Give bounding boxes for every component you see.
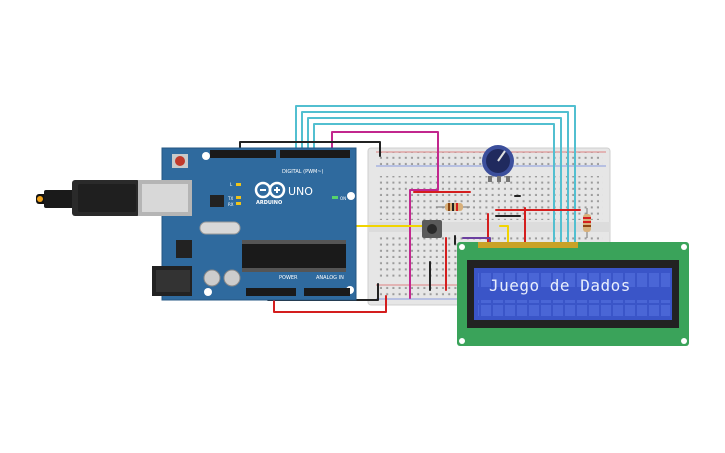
model-label: UNO <box>288 185 313 198</box>
tx-label: TX <box>227 196 233 201</box>
rx-label: RX <box>228 202 234 207</box>
wire-cyan-3 <box>307 117 562 245</box>
on-label: ON <box>340 196 346 201</box>
wire-magenta <box>331 131 439 299</box>
header-analog <box>304 288 350 296</box>
header-power <box>246 288 296 296</box>
digital-label: DIGITAL (PWM~) <box>282 169 324 175</box>
header-top-left <box>210 150 276 158</box>
header-top-right <box>280 150 350 158</box>
wire-cyan-1 <box>295 105 576 245</box>
lcd-line-1: Juego de Dados <box>489 276 631 295</box>
resistor-vertical[interactable] <box>583 208 591 238</box>
arduino-logo <box>254 181 286 199</box>
lcd-pins <box>478 242 578 248</box>
usb-cable <box>36 180 140 216</box>
l-label: L <box>230 182 233 187</box>
potentiometer[interactable] <box>482 145 514 182</box>
arduino-uno-board[interactable]: UNO ARDUINO DIGITAL (PWM~) POWER ANALOG … <box>36 147 357 301</box>
wire-yellow-bb <box>499 225 509 245</box>
power-label: POWER <box>279 275 298 281</box>
resistor-horizontal[interactable] <box>436 203 470 211</box>
wire-cyan-2 <box>301 111 569 245</box>
brand-label: ARDUINO <box>256 200 282 206</box>
on-led <box>332 196 338 199</box>
atmega-chip <box>242 243 346 269</box>
pushbutton[interactable] <box>422 220 442 238</box>
analog-label: ANALOG IN <box>316 275 344 281</box>
reset-button[interactable] <box>175 156 185 166</box>
lcd-16x2[interactable]: Juego de Dados <box>457 242 689 346</box>
